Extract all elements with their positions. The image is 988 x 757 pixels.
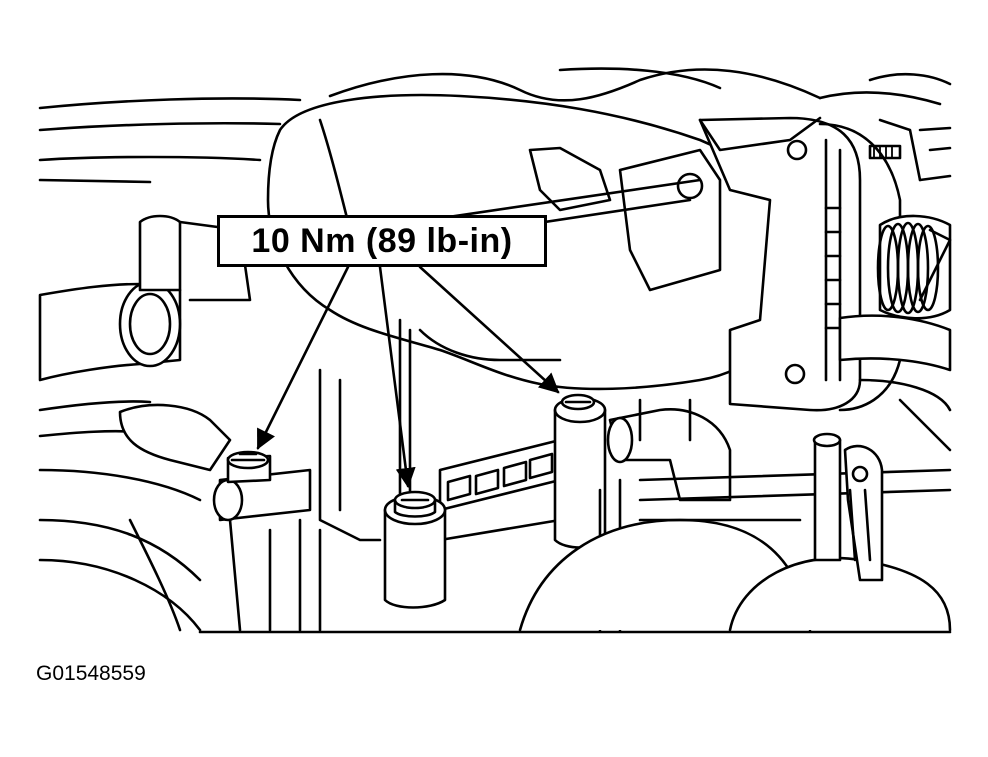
arrow-to-right-bolt	[418, 265, 560, 394]
bolt-left	[212, 450, 312, 522]
torque-callout-label: 10 Nm (89 lb-in)	[251, 221, 513, 260]
arrow-to-center-bolt	[378, 265, 416, 488]
left-coolant-pipe	[38, 214, 252, 382]
sensor-rod	[812, 432, 884, 582]
torque-callout: 10 Nm (89 lb-in)	[217, 215, 547, 267]
figure-id-label: G01548559	[36, 662, 146, 685]
ribbed-hose	[876, 214, 952, 320]
throttle-body	[698, 116, 922, 412]
lower-left-bracket	[38, 400, 232, 632]
slotted-bracket	[438, 438, 562, 542]
background-engine-outline	[38, 67, 952, 184]
lower-rail	[228, 318, 562, 632]
right-hose	[838, 314, 952, 452]
intake-runners	[518, 468, 952, 632]
bolt-center	[383, 490, 447, 609]
arrow-to-left-bolt	[256, 265, 350, 450]
leader-arrows	[256, 265, 560, 488]
bolt-right	[553, 393, 607, 549]
